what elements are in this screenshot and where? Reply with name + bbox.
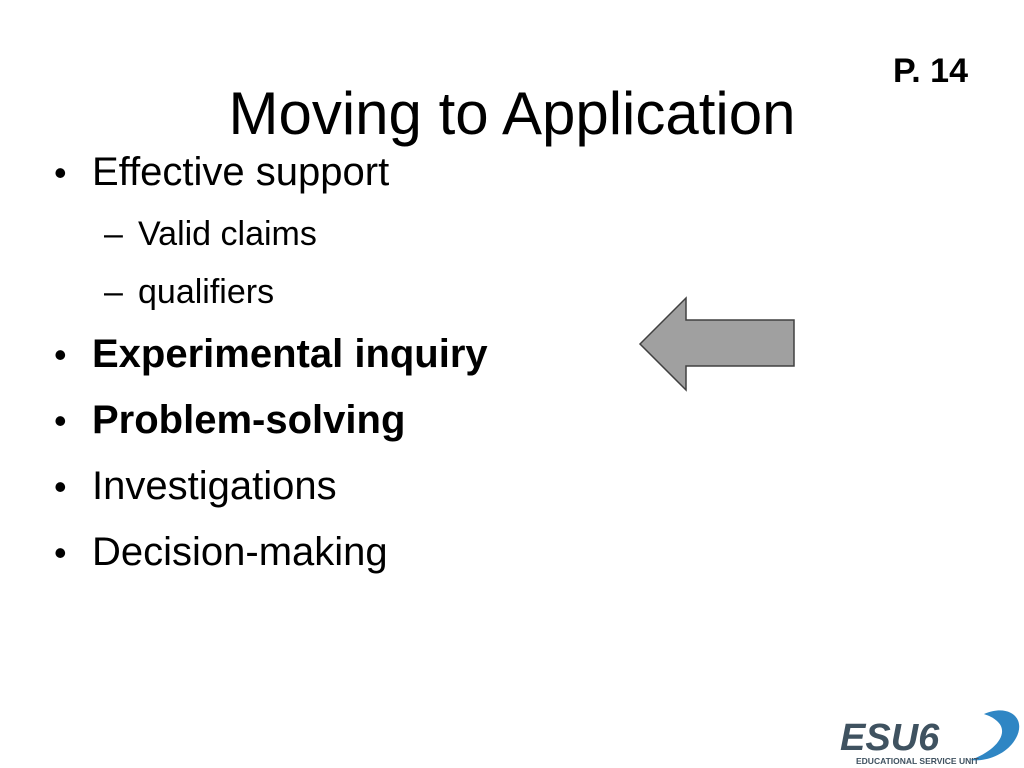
svg-text:EDUCATIONAL SERVICE UNIT: EDUCATIONAL SERVICE UNIT <box>856 756 980 766</box>
sub-bullet-text: Valid claims <box>138 215 317 253</box>
bullet-text: Problem-solving <box>92 398 406 442</box>
bullet-item-experimental-inquiry: • Experimental inquiry <box>54 328 488 381</box>
svg-text:ESU6: ESU6 <box>840 717 940 759</box>
bullet-text: Investigations <box>92 464 337 508</box>
bullet-dot: • <box>54 334 67 375</box>
bullet-item-effective-support: • Effective support – Valid claims – qua… <box>54 146 488 314</box>
bullet-item-decision-making: • Decision-making <box>54 526 488 579</box>
esu6-logo: ESU6 EDUCATIONAL SERVICE UNIT <box>840 710 1020 766</box>
left-arrow-icon <box>638 296 795 392</box>
bullet-text: Effective support <box>92 150 390 194</box>
bullet-dot: • <box>54 532 67 573</box>
bullet-item-investigations: • Investigations <box>54 460 488 513</box>
bullet-dot: • <box>54 400 67 441</box>
bullet-text: Experimental inquiry <box>92 332 488 376</box>
bullet-item-problem-solving: • Problem-solving <box>54 394 488 447</box>
sub-bullet-text: qualifiers <box>138 273 275 311</box>
slide-title: Moving to Application <box>228 80 796 147</box>
sub-bullet-qualifiers: – qualifiers <box>104 270 488 314</box>
bullet-list: • Effective support – Valid claims – qua… <box>54 146 488 592</box>
bullet-dot: • <box>54 466 67 507</box>
bullet-text: Decision-making <box>92 530 388 574</box>
sub-bullet-dash: – <box>104 215 123 253</box>
sub-bullet-valid-claims: – Valid claims <box>104 212 488 256</box>
page-reference: P. 14 <box>892 52 968 90</box>
bullet-dot: • <box>54 152 67 193</box>
sub-bullet-dash: – <box>104 273 123 311</box>
